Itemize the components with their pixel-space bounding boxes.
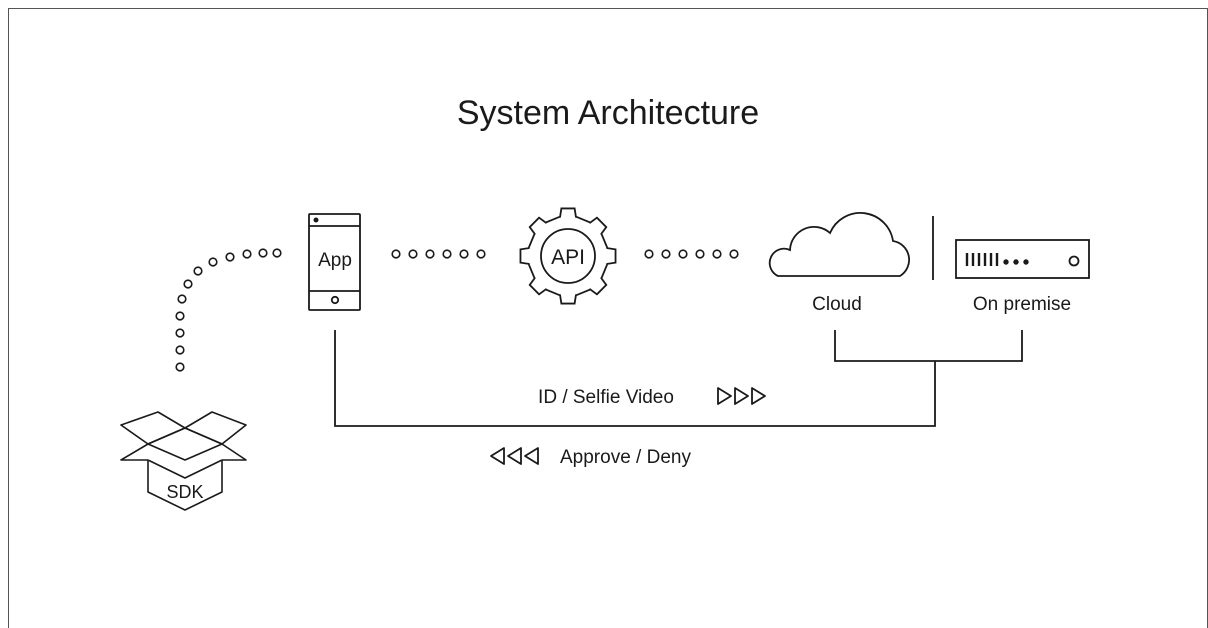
upload-flow: ID / Selfie Video bbox=[538, 387, 766, 408]
backend-connector bbox=[334, 330, 1023, 427]
architecture-diagram: System Architecture App bbox=[120, 94, 1090, 511]
triple-arrow-right-icon bbox=[717, 387, 766, 405]
app-node: App bbox=[308, 213, 361, 311]
cloud-node: Cloud bbox=[768, 212, 910, 315]
open-box-icon bbox=[120, 411, 247, 511]
sdk-label: SDK bbox=[166, 482, 203, 502]
response-flow: Approve / Deny bbox=[490, 447, 691, 468]
app-label: App bbox=[318, 250, 352, 271]
sdk-app-dotted-link bbox=[175, 248, 282, 372]
on-premise-label: On premise bbox=[973, 294, 1071, 315]
api-node: API bbox=[519, 207, 617, 305]
smartphone-icon bbox=[308, 213, 361, 311]
api-label: API bbox=[551, 246, 585, 269]
cloud-icon bbox=[768, 212, 910, 277]
cloud-label: Cloud bbox=[812, 294, 862, 315]
triple-arrow-left-icon bbox=[490, 447, 539, 465]
server-icon bbox=[955, 239, 1090, 279]
upload-flow-label: ID / Selfie Video bbox=[538, 387, 674, 408]
api-cloud-dotted-link bbox=[644, 249, 739, 259]
on-premise-node: On premise bbox=[955, 239, 1090, 315]
app-api-dotted-link bbox=[391, 249, 486, 259]
gear-icon bbox=[519, 207, 617, 305]
sdk-node: SDK bbox=[120, 411, 247, 511]
page-title: System Architecture bbox=[457, 94, 759, 132]
response-flow-label: Approve / Deny bbox=[560, 447, 691, 468]
